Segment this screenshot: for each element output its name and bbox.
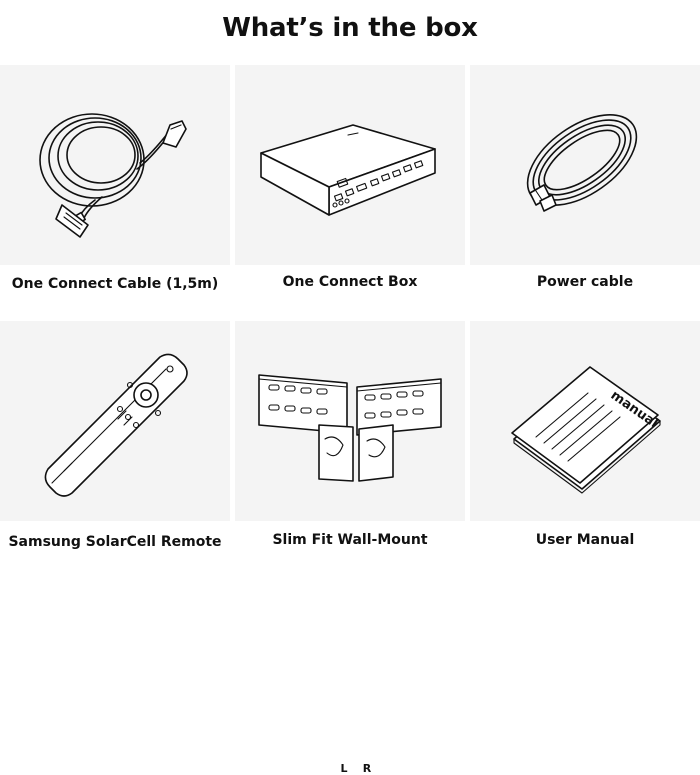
left-mount-mark: L — [340, 762, 348, 775]
item-label: User Manual — [535, 532, 635, 548]
item-tile-power-cable: Power cable — [470, 65, 700, 290]
wall-mount-icon — [258, 374, 442, 482]
power-cable-icon — [526, 114, 638, 212]
item-tile-one-connect-box: One Connect Box — [235, 65, 465, 290]
item-label: Power cable — [536, 274, 634, 290]
right-mount-mark: R — [362, 762, 372, 775]
item-label: One Connect Box — [282, 274, 418, 290]
item-label: Slim Fit Wall-Mount — [272, 532, 428, 548]
item-tile-wall-mount: Slim Fit Wall-Mount L R — [235, 321, 465, 775]
item-label: One Connect Cable (1,5m) — [11, 276, 219, 292]
page-title: What’s in the box — [222, 13, 478, 43]
item-tile-one-connect-cable: One Connect Cable (1,5m) — [0, 65, 230, 292]
one-connect-box-icon — [260, 124, 436, 216]
user-manual-icon: manual — [511, 366, 661, 494]
remote-icon — [44, 353, 188, 497]
one-connect-cable-icon — [39, 113, 187, 238]
item-tile-user-manual: manual User Manual — [470, 321, 700, 548]
item-tile-remote: Samsung SolarCell Remote — [0, 321, 230, 550]
item-label: Samsung SolarCell Remote — [8, 534, 222, 550]
